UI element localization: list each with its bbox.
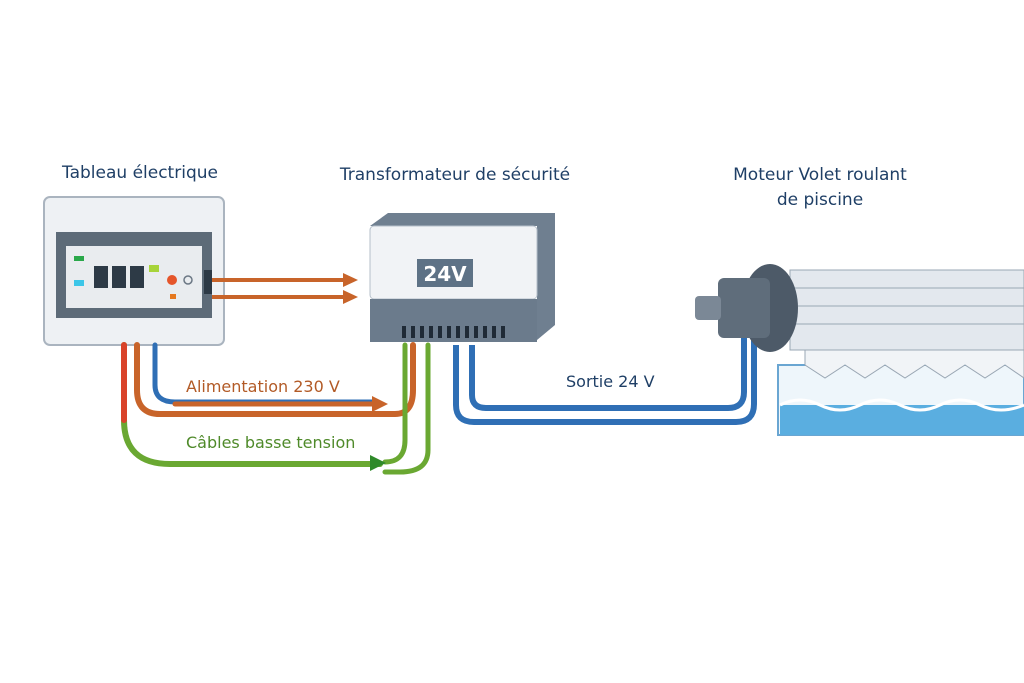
low-voltage-label: Câbles basse tension [186,433,356,452]
output-label: Sortie 24 V [566,372,655,391]
pool-cover-motor [695,264,1024,436]
panel-title: Tableau électrique [62,163,218,183]
motor-title-line2: de piscine [776,190,864,210]
motor-title-line1: Moteur Volet roulant [733,165,907,185]
electrical-panel [43,196,225,346]
transformer-box: 24V [369,213,555,342]
transformer-title: Transformateur de sécurité [339,165,571,185]
reset-button[interactable] [167,275,177,285]
output-cables [453,335,757,425]
supply-label: Alimentation 230 V [186,377,340,396]
green-indicator [74,256,84,261]
input-cables [121,342,431,475]
voltage-badge: 24V [423,262,467,286]
breaker-2[interactable] [112,266,126,288]
panel-to-transformer-arrows [212,273,358,304]
breaker-1[interactable] [94,266,108,288]
blue-indicator [74,280,84,286]
breaker-3[interactable] [130,266,144,288]
